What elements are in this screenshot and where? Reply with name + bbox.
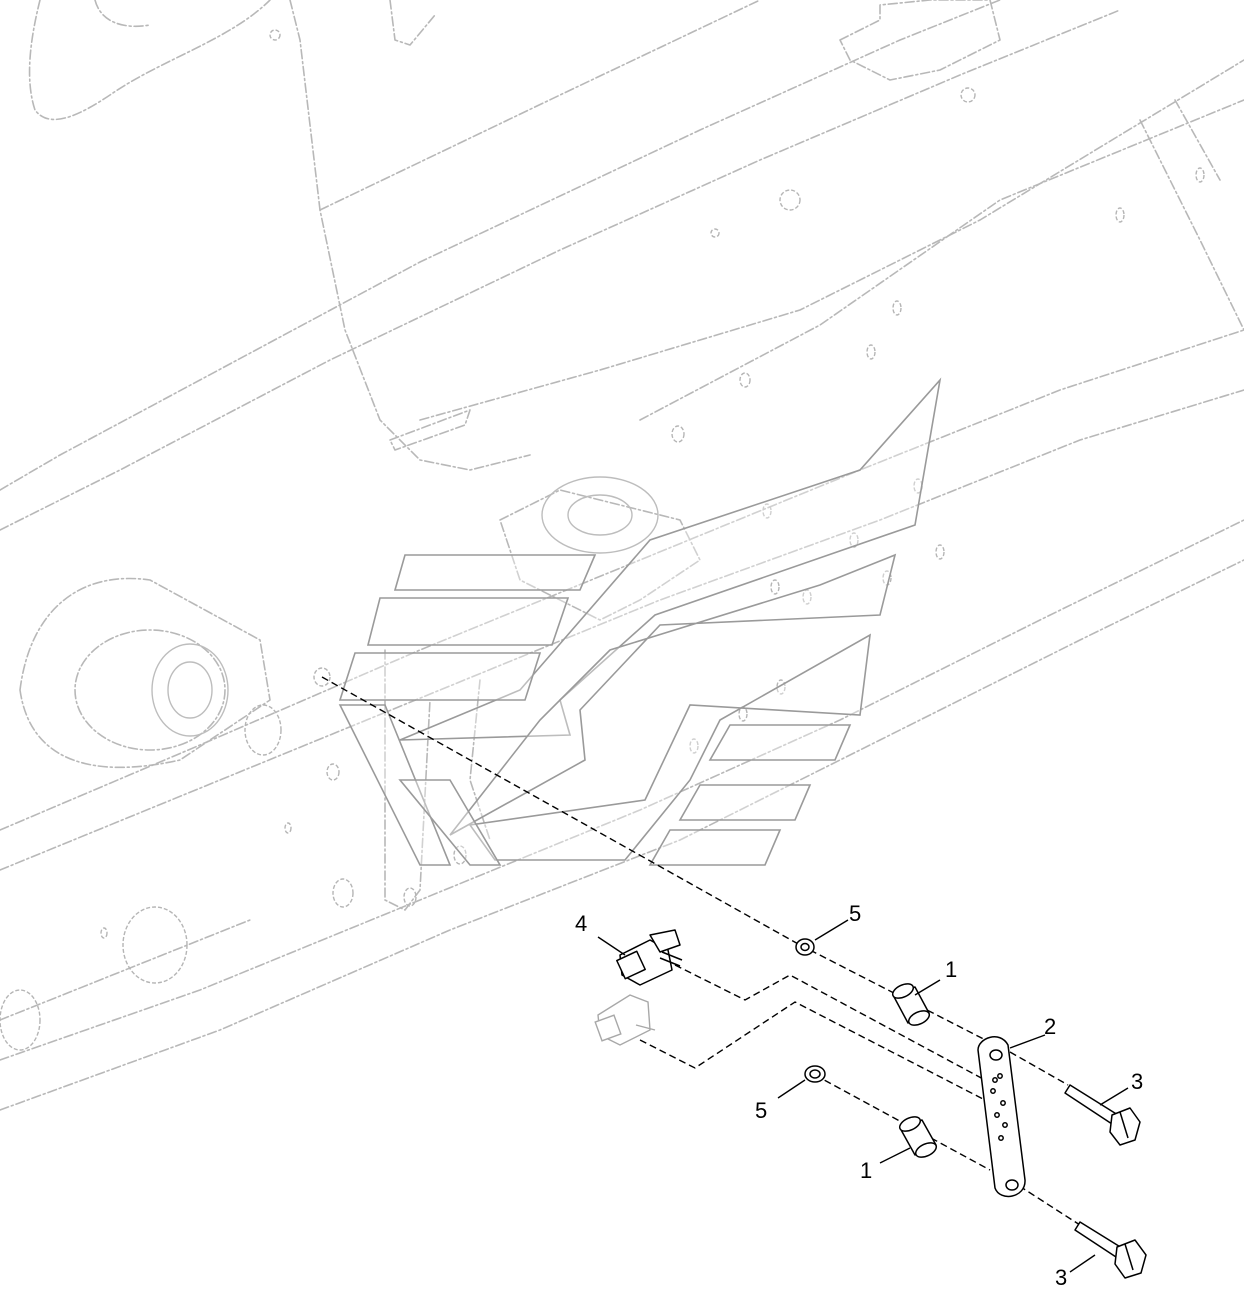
callout-5-lower: 5 bbox=[755, 1098, 768, 1123]
watermark-logo bbox=[338, 377, 942, 866]
bolt-part-3-lower[interactable] bbox=[1074, 1221, 1147, 1279]
sensor-alternate-ghost bbox=[594, 994, 656, 1046]
callout-1-upper: 1 bbox=[945, 957, 958, 982]
bolt-part-3-upper[interactable] bbox=[1064, 1084, 1141, 1146]
spacer-part-1-upper[interactable] bbox=[890, 981, 931, 1028]
boom-frame-outline bbox=[0, 0, 1244, 1111]
frame-bolt-holes bbox=[0, 29, 1205, 1051]
callout-4: 4 bbox=[575, 911, 588, 936]
washer-part-5-lower[interactable] bbox=[804, 1065, 826, 1083]
callout-3-upper: 3 bbox=[1131, 1069, 1144, 1094]
sensor-part-4[interactable] bbox=[616, 929, 683, 986]
callout-pointers bbox=[597, 919, 1129, 1273]
spacer-part-1-lower[interactable] bbox=[897, 1114, 938, 1160]
callout-2: 2 bbox=[1044, 1014, 1057, 1039]
callout-5-upper: 5 bbox=[849, 901, 862, 926]
washer-part-5-upper[interactable] bbox=[795, 938, 815, 956]
callout-1-lower: 1 bbox=[860, 1158, 873, 1183]
bracket-plate-part-2[interactable] bbox=[977, 1036, 1026, 1198]
callout-3-lower: 3 bbox=[1055, 1265, 1068, 1290]
